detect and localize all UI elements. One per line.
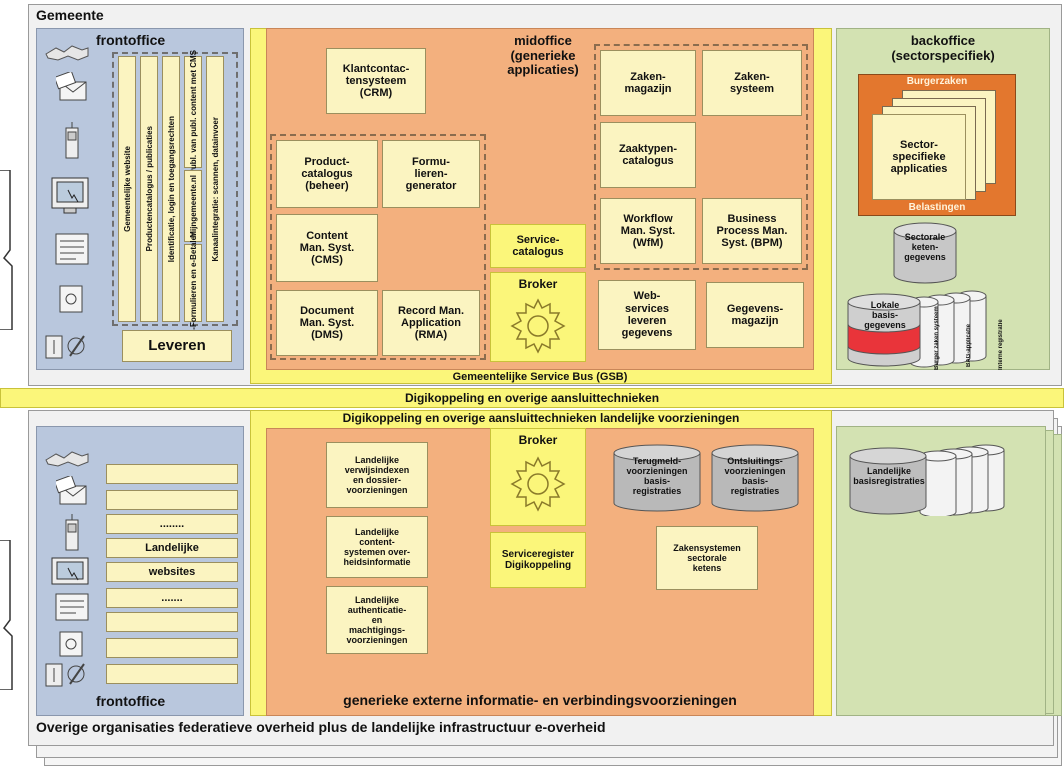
handshake-icon-bottom bbox=[44, 446, 90, 470]
website-row-5: websites bbox=[106, 562, 238, 582]
midoffice-left-group bbox=[270, 134, 486, 360]
pen-device-icon-bottom bbox=[44, 662, 90, 688]
phone-icon bbox=[60, 122, 84, 162]
website-row-7 bbox=[106, 612, 238, 632]
formulieren-box: Formu- lieren- generator bbox=[382, 140, 480, 208]
gegevensmagazijn-box: Gegevens- magazijn bbox=[706, 282, 804, 348]
leveren-box: Leveren bbox=[122, 330, 232, 362]
document-icon bbox=[56, 284, 86, 314]
frontoffice-col-2: Productencatalogus / publicaties bbox=[140, 56, 158, 322]
form-icon-bottom bbox=[54, 592, 90, 622]
website-row-6: ....... bbox=[106, 588, 238, 608]
ontsluitings-database-icon bbox=[710, 444, 800, 512]
zakensysteem-box: Zaken- systeem bbox=[702, 50, 802, 116]
terugmeld-label: Terugmeld- voorzieningen basis- registra… bbox=[626, 456, 688, 497]
frontoffice-top-title: frontoffice bbox=[96, 32, 166, 48]
frontoffice-col-5: Mijngemeente.nl bbox=[184, 170, 202, 242]
digikoppeling-bar: Digikoppeling en overige aansluittechnie… bbox=[0, 388, 1064, 408]
midoffice-right-group bbox=[594, 44, 808, 270]
broker-bottom-label: Broker bbox=[518, 433, 558, 447]
frontoffice-col-6: e-Formulieren en e-Betalen bbox=[184, 231, 202, 335]
sector-apps-box: Sector- specifieke applicaties bbox=[872, 114, 966, 200]
servicecatalogus-box: Service- catalogus bbox=[490, 224, 586, 268]
basisregistraties-database-icon bbox=[848, 444, 1024, 518]
zakensystemen-box: Zakensystemen sectorale ketens bbox=[656, 526, 758, 590]
frontoffice-columns-group bbox=[112, 52, 238, 326]
content-box: Landelijke content- systemen over- heids… bbox=[326, 516, 428, 578]
broker-top-label: Broker bbox=[518, 277, 558, 291]
sectorale-label: Sectorale keten- gegevens bbox=[904, 232, 946, 263]
dms-box: Document Man. Syst. (DMS) bbox=[276, 290, 378, 356]
lokale-label: Lokale basis- gegevens bbox=[864, 300, 906, 331]
frontoffice-bottom-title: frontoffice bbox=[96, 693, 166, 709]
frontoffice-col-7: Kanaalintegratie: scannen, datainvoer bbox=[206, 56, 224, 322]
terugmeld-database-icon bbox=[612, 444, 702, 512]
kiosk-icon-bottom bbox=[50, 556, 90, 590]
lokale-col-3: Interne registratie bbox=[998, 319, 1004, 370]
generic-title: generieke externe informatie- en verbind… bbox=[343, 692, 737, 708]
website-row-1 bbox=[106, 464, 238, 484]
bottom-title: Overige organisaties federatieve overhei… bbox=[36, 719, 606, 735]
left-edge-figure-bottom bbox=[0, 539, 14, 691]
website-row-2 bbox=[106, 490, 238, 510]
burgerzaken-label: Burgerzaken bbox=[906, 76, 968, 87]
productcatalogus-box: Product- catalogus (beheer) bbox=[276, 140, 378, 208]
midoffice-title: midoffice (generieke applicaties) bbox=[507, 33, 579, 78]
mail-icon-bottom bbox=[53, 474, 90, 510]
website-row-8 bbox=[106, 638, 238, 658]
website-row-9 bbox=[106, 664, 238, 684]
website-row-4: Landelijke bbox=[106, 538, 238, 558]
lokale-database-icon bbox=[846, 290, 1026, 368]
authenticatie-box: Landelijke authenticatie- en machtigings… bbox=[326, 586, 428, 654]
form-icon bbox=[54, 232, 90, 266]
website-row-3: ........ bbox=[106, 514, 238, 534]
zaaktypen-box: Zaaktypen- catalogus bbox=[600, 122, 696, 188]
cms-box: Content Man. Syst. (CMS) bbox=[276, 214, 378, 282]
frontoffice-col-4: Publ. van publ. content met CMS bbox=[184, 50, 202, 174]
phone-icon-bottom bbox=[60, 514, 84, 554]
handshake-icon bbox=[44, 40, 90, 64]
gear-icon bbox=[506, 294, 570, 358]
ontsluitings-label: Ontsluitings- voorzieningen basis- regis… bbox=[724, 456, 786, 497]
lokale-col-1: Burger zaken systeem bbox=[934, 306, 940, 370]
gear-icon-bottom bbox=[506, 452, 570, 516]
pen-device-icon bbox=[44, 332, 90, 360]
bpm-box: Business Process Man. Syst. (BPM) bbox=[702, 198, 802, 264]
kiosk-icon bbox=[50, 176, 90, 214]
frontoffice-col-1: Gemeentelijke website bbox=[118, 56, 136, 322]
sectorale-database-icon bbox=[892, 222, 958, 284]
crm-box: Klantcontac- tensysteem (CRM) bbox=[326, 48, 426, 114]
bottom-top-bar-label: Digikoppeling en overige aansluittechnie… bbox=[342, 411, 740, 425]
mail-icon bbox=[53, 70, 90, 106]
zakenmagazijn-box: Zaken- magazijn bbox=[600, 50, 696, 116]
gemeente-title: Gemeente bbox=[36, 7, 104, 23]
document-icon-bottom bbox=[56, 630, 86, 658]
verwijs-box: Landelijke verwijsindexen en dossier- vo… bbox=[326, 442, 428, 508]
wfm-box: Workflow Man. Syst. (WfM) bbox=[600, 198, 696, 264]
frontoffice-col-3: Identificatie, login en toegangsrechten bbox=[162, 56, 180, 322]
basisregistraties-label: Landelijke basisregistraties bbox=[853, 466, 925, 487]
lokale-col-2: BAG-applicatie bbox=[966, 323, 972, 367]
backoffice-title: backoffice (sectorspecifiek) bbox=[891, 33, 995, 63]
left-edge-figure-top bbox=[0, 169, 14, 331]
webservices-box: Web- services leveren gegevens bbox=[598, 280, 696, 350]
rma-box: Record Man. Application (RMA) bbox=[382, 290, 480, 356]
serviceregister-box: Serviceregister Digikoppeling bbox=[490, 532, 586, 588]
belastingen-label: Belastingen bbox=[908, 202, 966, 213]
gsb-label: Gemeentelijke Service Bus (GSB) bbox=[452, 371, 628, 383]
